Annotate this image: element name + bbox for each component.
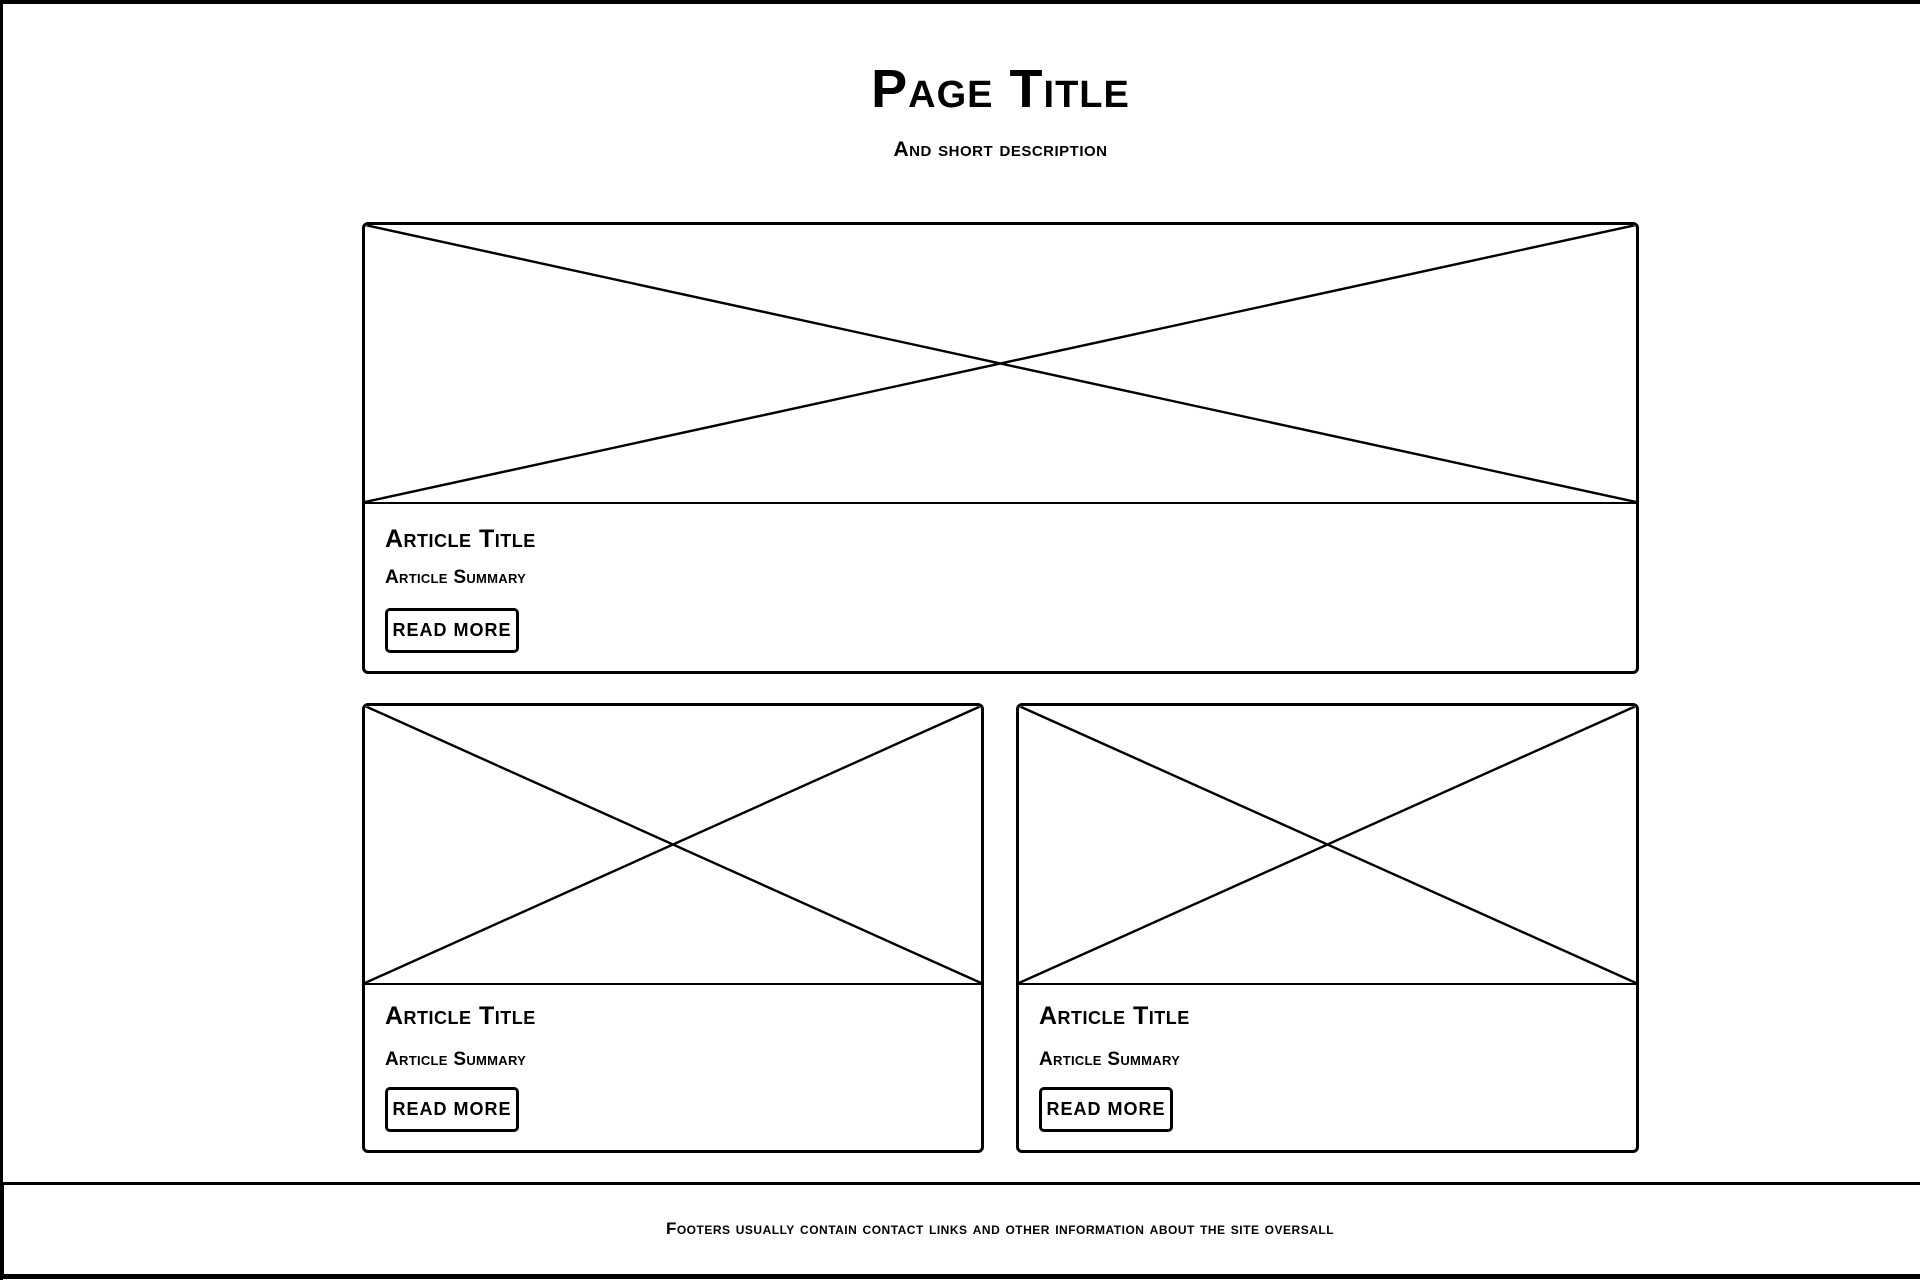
crossed-box-icon <box>1019 706 1636 983</box>
article-title: Article Title <box>385 1002 536 1030</box>
crossed-box-icon <box>365 706 981 983</box>
article-card-right: Article Title Article Summary READ MORE <box>1016 703 1639 1153</box>
article-title: Article Title <box>1039 1002 1190 1030</box>
article-title: Article Title <box>385 525 536 553</box>
page-description: And short description <box>893 138 1108 161</box>
page-title: Page Title <box>871 59 1130 119</box>
read-more-button[interactable]: READ MORE <box>385 608 519 653</box>
article-summary: Article Summary <box>1039 1049 1181 1070</box>
article-card-featured: Article Title Article Summary READ MORE <box>362 222 1639 674</box>
page-footer: Footers usually contain contact links an… <box>0 1182 1920 1279</box>
read-more-button[interactable]: READ MORE <box>385 1087 519 1132</box>
read-more-button[interactable]: READ MORE <box>1039 1087 1173 1132</box>
article-body: Article Title Article Summary READ MORE <box>1019 1003 1636 1132</box>
image-placeholder <box>1019 706 1636 985</box>
article-summary: Article Summary <box>385 1049 527 1070</box>
image-placeholder <box>365 225 1636 504</box>
article-summary: Article Summary <box>385 567 527 588</box>
footer-text: Footers usually contain contact links an… <box>665 1219 1335 1239</box>
crossed-box-icon <box>365 225 1636 502</box>
article-body: Article Title Article Summary READ MORE <box>365 526 1636 653</box>
article-card-left: Article Title Article Summary READ MORE <box>362 703 984 1153</box>
image-placeholder <box>365 706 981 985</box>
article-body: Article Title Article Summary READ MORE <box>365 1003 981 1132</box>
